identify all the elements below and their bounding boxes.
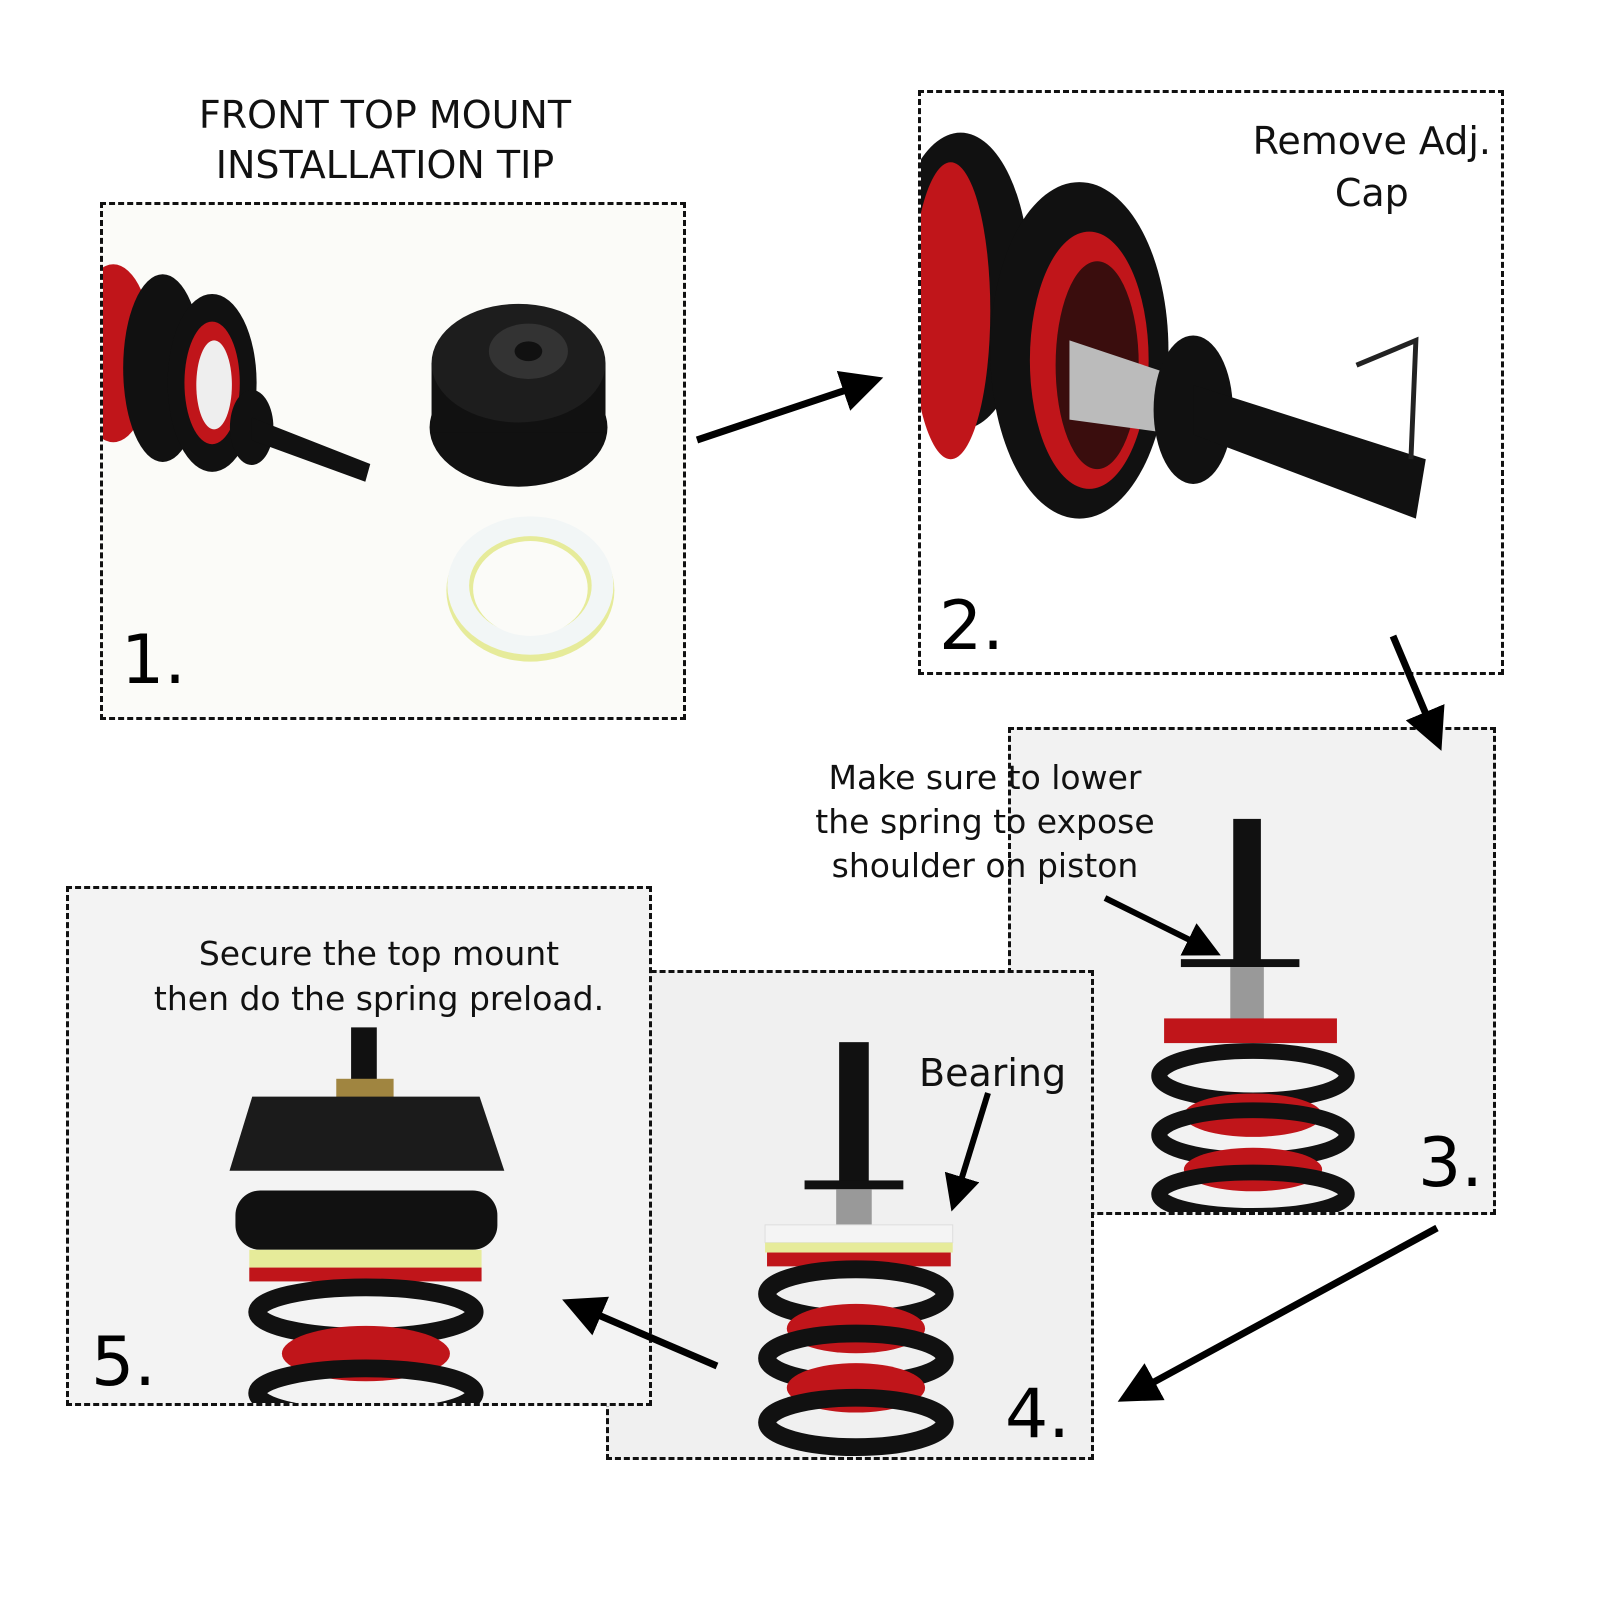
step-5-photo: [229, 1027, 505, 1403]
step-3-caption: Make sure to lower the spring to expose …: [815, 758, 1155, 885]
step-1-panel: 1.: [100, 202, 686, 720]
step-number: 3.: [1418, 1124, 1483, 1203]
step-5-caption: Secure the top mount then do the spring …: [153, 934, 605, 1018]
step-2-photo: [921, 132, 1426, 519]
step-4-caption: Bearing: [919, 1051, 1067, 1095]
step-3-photo: [1151, 818, 1355, 1212]
step-2-panel: Remove Adj. Cap 2.: [918, 90, 1504, 675]
shock-absorber-image: [103, 264, 371, 482]
step-5-panel: Secure the top mount then do the spring …: [66, 886, 652, 1406]
step-number: 2.: [939, 587, 1004, 666]
step-4-panel: Bearing 4.: [606, 970, 1094, 1460]
step-1-photo: [103, 264, 615, 662]
bearing-ring-image: [446, 516, 615, 662]
allen-key-image: [1355, 336, 1419, 460]
arrow-3-to-4: [1117, 1224, 1439, 1402]
step-number: 5.: [91, 1323, 156, 1402]
step-number: 4.: [1005, 1375, 1070, 1454]
step-number: 1.: [121, 621, 186, 700]
step-2-caption: Remove Adj. Cap: [1252, 119, 1491, 215]
top-mount-image: [429, 303, 608, 487]
arrow-1-to-2: [695, 370, 884, 444]
diagram-title: FRONT TOP MOUNT INSTALLATION TIP: [198, 93, 572, 187]
step-4-photo: [758, 1042, 954, 1456]
